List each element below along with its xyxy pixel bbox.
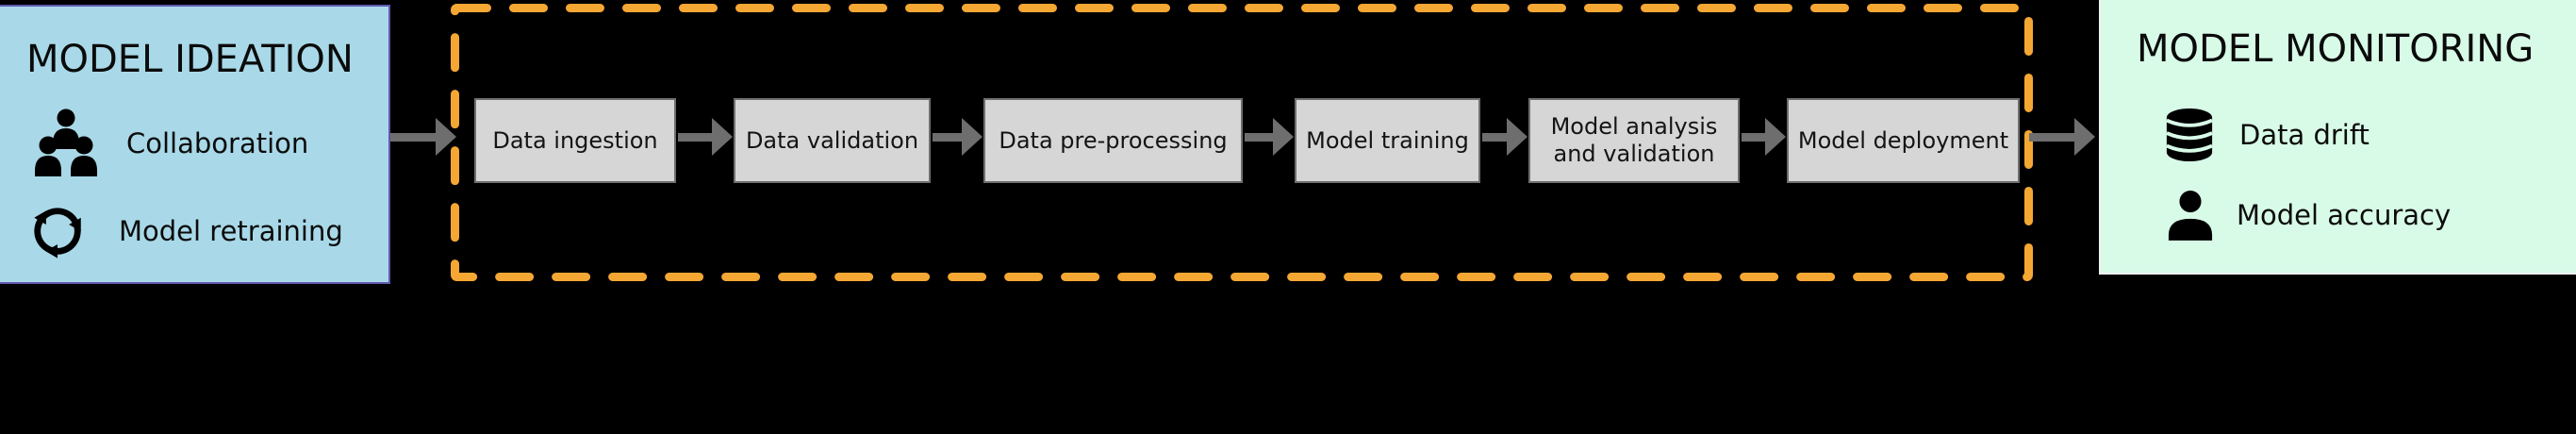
flow-arrow-validation-to-preprocessing xyxy=(933,118,983,156)
flow-arrow-preprocessing-to-training xyxy=(1245,118,1294,156)
model-accuracy-row: Model accuracy xyxy=(2167,189,2451,242)
database-icon xyxy=(2166,108,2213,161)
model-retraining-label: Model retraining xyxy=(119,215,343,247)
flow-arrow-pipeline-to-monitoring xyxy=(2029,118,2095,156)
step-data-ingestion: Data ingestion xyxy=(474,98,676,183)
step-data-validation: Data validation xyxy=(734,98,931,183)
step-data-pre-processing: Data pre-processing xyxy=(983,98,1243,183)
model-ideation-title: MODEL IDEATION xyxy=(26,38,354,81)
flow-arrow-ingestion-to-validation xyxy=(678,118,733,156)
data-drift-label: Data drift xyxy=(2239,119,2370,151)
model-monitoring-title: MODEL MONITORING xyxy=(2137,27,2535,71)
step-label: Data validation xyxy=(745,126,919,154)
data-drift-row: Data drift xyxy=(2164,107,2370,163)
model-ideation-panel: MODEL IDEATION Collaboration xyxy=(0,5,390,284)
step-label: Model analysis and validation xyxy=(1550,113,1718,167)
step-label: Model training xyxy=(1306,126,1469,154)
model-retraining-row: Model retraining xyxy=(26,198,343,264)
collaboration-people-icon xyxy=(35,108,97,176)
collaboration-label: Collaboration xyxy=(126,127,309,159)
step-model-analysis-and-validation: Model analysis and validation xyxy=(1528,98,1740,183)
flow-arrow-analysis-to-deployment xyxy=(1742,118,1786,156)
person-icon xyxy=(2168,191,2213,241)
model-monitoring-panel: MODEL MONITORING Data drift Model accura… xyxy=(2099,0,2576,275)
model-accuracy-label: Model accuracy xyxy=(2237,199,2452,231)
step-model-training: Model training xyxy=(1295,98,1480,183)
flow-arrow-ideation-to-pipeline xyxy=(390,118,456,156)
step-label: Data ingestion xyxy=(492,126,658,154)
step-label: Model deployment xyxy=(1797,126,2009,154)
step-label: Data pre-processing xyxy=(999,126,1228,154)
collaboration-row: Collaboration xyxy=(34,105,308,182)
step-model-deployment: Model deployment xyxy=(1787,98,2020,183)
model-retraining-cycle-icon xyxy=(26,199,89,263)
flow-arrow-training-to-analysis xyxy=(1482,118,1527,156)
pipeline-dashed-border xyxy=(451,4,2033,281)
